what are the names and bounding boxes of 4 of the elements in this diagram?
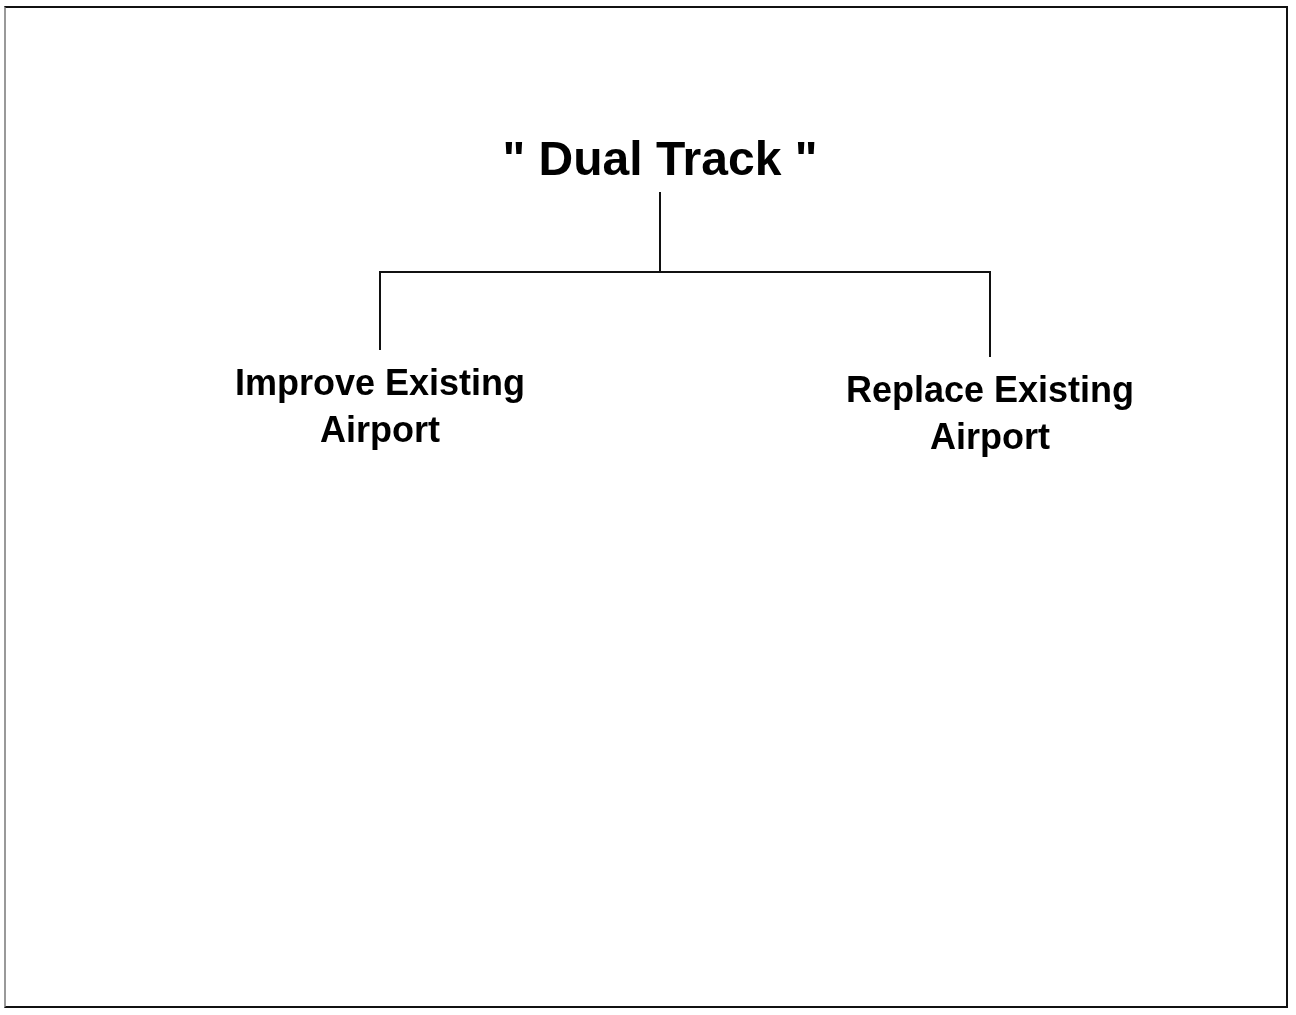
connector-line — [659, 191, 991, 358]
node-label: " Dual Track " — [450, 128, 870, 191]
node-label: Replace Existing Airport — [790, 367, 1190, 461]
node-label: Improve Existing Airport — [180, 360, 580, 454]
